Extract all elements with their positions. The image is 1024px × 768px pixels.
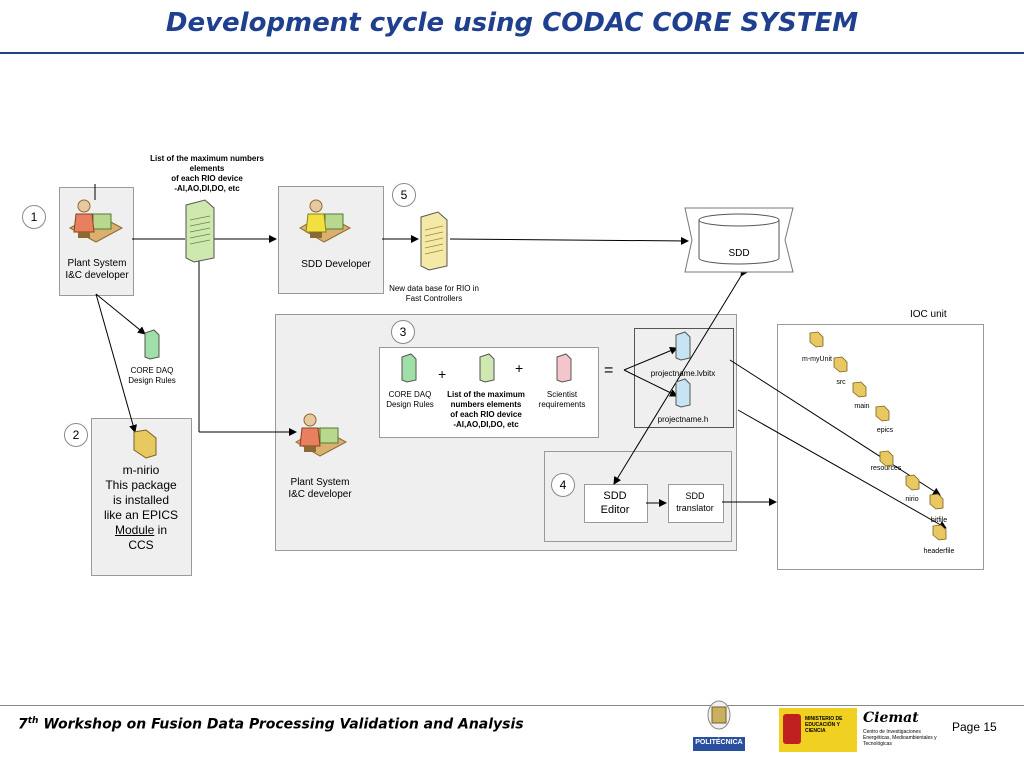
doc-coredaq-icon (401, 353, 417, 383)
folder-epics-icon (875, 405, 890, 422)
sdd-database-icon (684, 207, 794, 273)
ioc-item-resources: resources (870, 465, 902, 472)
sdd-translator-label: SDD translator (676, 491, 714, 513)
box3-listmax-label: List of the maximum numbers elements of … (447, 390, 525, 429)
module-link[interactable]: Module (114, 523, 155, 537)
ioc-item-main: main (854, 403, 870, 410)
person-plant-dev-mid-icon (295, 413, 348, 457)
arrow-to-coredaq (95, 293, 146, 335)
sdd-dev-label: SDD Developer (301, 259, 371, 270)
footer-divider (0, 705, 1024, 706)
top-doc-label: List of the maximum numbers elements of … (150, 154, 264, 193)
ioc-unit-box (777, 324, 984, 570)
core-daq-left-label: CORE DAQ Design Rules (128, 366, 176, 385)
folder-nirio-icon (905, 474, 920, 491)
person-sdd-dev-icon (299, 199, 352, 243)
ioc-unit-title: IOC unit (910, 309, 947, 320)
arrow-sdd-editor (613, 267, 749, 485)
person-plant-dev-top-icon (68, 199, 124, 243)
doc-newdb-icon (420, 211, 448, 271)
box3-coredaq-label: CORE DAQ Design Rules (386, 390, 434, 409)
folder-m-myunit-icon (809, 331, 824, 348)
arrow-to-mnirio (95, 293, 137, 433)
plus-sign-2: + (515, 360, 524, 376)
plus-sign-1: + (438, 366, 447, 382)
plant-dev-top-label: Plant System I&C developer (65, 258, 129, 281)
politecnica-logo: POLITÉCNICA (690, 697, 748, 755)
title-divider (0, 52, 1024, 54)
sdd-editor-box[interactable] (584, 484, 648, 523)
folder-bitfile-icon (929, 493, 944, 510)
ciemat-subtitle: Centro de Investigaciones Energéticas, M… (863, 729, 937, 747)
plant-dev-mid-label: Plant System I&C developer (288, 477, 352, 500)
equals-sign: = (604, 362, 614, 379)
ioc-item-bitfile: bitfile (930, 517, 948, 524)
page-number: Page 15 (952, 720, 997, 734)
doc-top-icon (185, 199, 215, 263)
step-5-badge: 5 (392, 183, 416, 207)
ministerio-block: MINISTERIO DE EDUCACIÓN Y CIENCIA (779, 708, 857, 752)
step-1-badge: 1 (22, 205, 46, 229)
arrow-newdb-to-sdd (449, 236, 689, 245)
header-label: projectname.h (657, 415, 709, 424)
doc-header-icon (675, 378, 691, 408)
ioc-item-nirio: nirio (905, 496, 919, 503)
ioc-item-headerfile: headerfile (923, 548, 955, 555)
mnirio-text: m-nirio This package is installed like a… (103, 463, 179, 552)
box3-scientist-label: Scientist requirements (538, 390, 586, 409)
folder-resources-icon (879, 450, 894, 467)
ministerio-ciemat-logo: MINISTERIO DE EDUCACIÓN Y CIENCIA Ciemat… (779, 708, 946, 752)
step-4-badge: 4 (551, 473, 575, 497)
new-db-label: New data base for RIO in Fast Controller… (389, 284, 479, 303)
doc-coredaq-left-icon (144, 329, 160, 360)
step-2-badge: 2 (64, 423, 88, 447)
folder-main-icon (852, 381, 867, 398)
folder-src-icon (833, 356, 848, 373)
sdd-db-label: SDD (728, 248, 750, 259)
sdd-editor-label: SDD Editor (600, 490, 630, 516)
sdd-dev-box (278, 186, 384, 294)
lvbitx-label: projectname.lvbitx (650, 369, 716, 378)
folder-mnirio-icon (133, 429, 157, 459)
spain-crest-icon (783, 714, 801, 744)
step-3-badge: 3 (391, 320, 415, 344)
doc-scientist-icon (556, 353, 572, 383)
ioc-item-epics: epics (876, 427, 894, 434)
footer-title: 7th Workshop on Fusion Data Processing V… (18, 716, 524, 733)
folder-headerfile-icon (932, 524, 947, 541)
doc-lvbitx-icon (675, 331, 691, 361)
ioc-item-m-myunit: m-myUnit (802, 356, 832, 363)
ciemat-wordmark: Ciemat (863, 710, 919, 726)
doc-listmax-icon (479, 353, 495, 383)
politecnica-crest-icon (693, 700, 745, 751)
page-title: Development cycle using CODAC CORE SYSTE… (165, 8, 859, 38)
ioc-item-src: src (836, 379, 846, 386)
